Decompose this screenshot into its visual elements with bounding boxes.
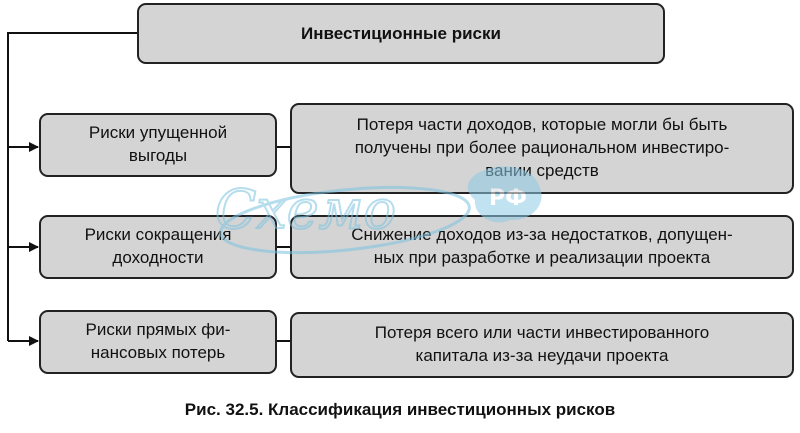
figure-caption: Рис. 32.5. Классификация инвестиционных … [184,400,616,419]
watermark-swoosh [219,185,471,255]
category-label: Риски прямых фи- нансовых потерь [85,320,231,362]
description-box-lost-profit: Потеря части доходов, которые могли бы б… [290,103,794,194]
watermark-blot [467,166,542,223]
category-label: Риски сокращения доходности [84,225,232,267]
root-node: Инвестиционные риски [137,3,665,64]
trunk-line [7,32,137,341]
category-box-lost-profit: Риски упущенной выгоды [39,113,277,177]
watermark-logo: Схемо РФ [214,166,542,255]
watermark-script: Схемо [215,178,396,241]
category-label: Риски упущенной выгоды [88,123,228,165]
description-text: Потеря всего или части инвестированного … [374,323,710,365]
root-label: Инвестиционные риски [301,23,501,43]
description-text: Снижение доходов из-за недостатков, допу… [351,225,733,267]
watermark-rf: РФ [489,186,527,211]
description-box-direct-losses: Потеря всего или части инвестированного … [290,312,794,378]
category-box-direct-losses: Риски прямых фи- нансовых потерь [39,310,277,374]
